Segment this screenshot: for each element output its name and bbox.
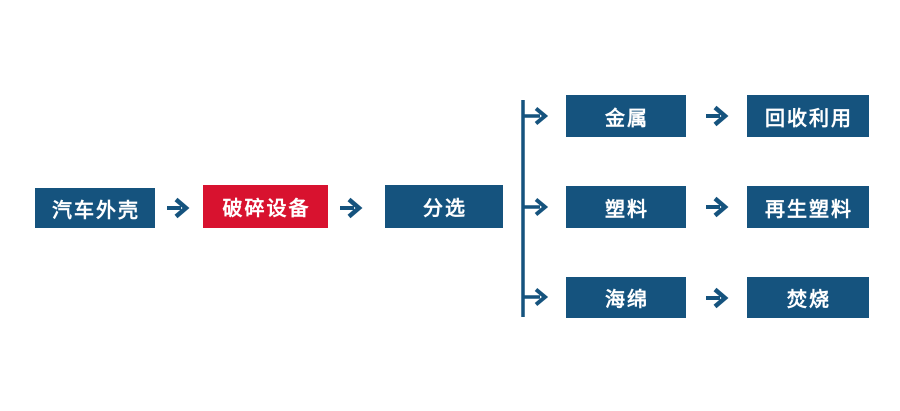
arrow-right-icon: [704, 103, 732, 129]
node-sponge: 海绵: [566, 277, 686, 318]
arrow-right-icon: [704, 194, 732, 220]
node-car-shell: 汽车外壳: [35, 188, 155, 228]
arrow-right-icon: [165, 195, 193, 221]
node-metal: 金属: [566, 95, 686, 137]
node-plastic: 塑料: [566, 186, 686, 228]
branch-connector-line: [519, 97, 555, 321]
node-recycled-plastic: 再生塑料: [747, 186, 869, 228]
node-crusher: 破碎设备: [203, 185, 328, 228]
node-sorting: 分选: [385, 185, 503, 228]
node-incineration: 焚烧: [747, 277, 869, 318]
node-recycling: 回收利用: [747, 95, 869, 137]
arrow-right-icon: [338, 195, 366, 221]
arrow-right-icon: [704, 285, 732, 311]
